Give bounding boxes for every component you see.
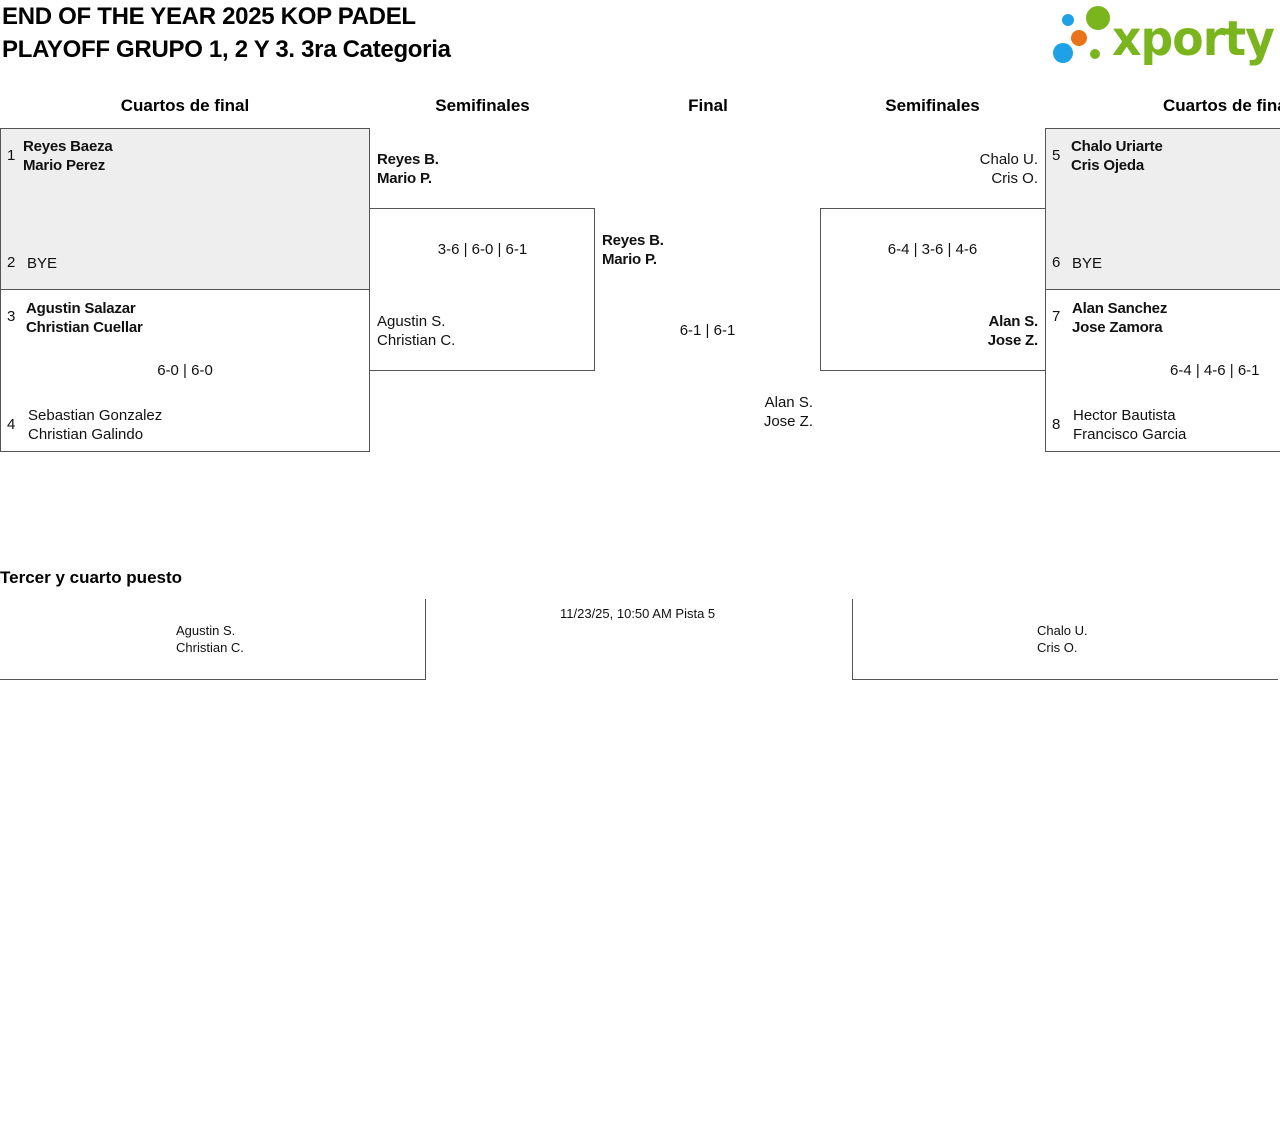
player-name: Agustin S. [176,623,236,638]
team-entry: Reyes Baeza Mario Perez [23,137,113,175]
player-name: Cris O. [1037,640,1078,655]
player-name: Christian Galindo [28,426,144,443]
xporty-logo: xporty [1050,4,1276,68]
player-name: Chalo U. [979,151,1038,168]
player-name: Jose Z. [987,332,1038,349]
round-header-left-quarterfinals: Cuartos de final [120,96,250,115]
team-entry: Agustin S. Christian C. [176,622,244,656]
player-name: Mario Perez [23,157,105,174]
player-name: Hector Bautista [1073,407,1176,424]
player-name: Agustin S. [377,313,446,330]
third-place-left-bracket [0,599,426,680]
player-name: Jose Z. [763,413,813,430]
player-name: Francisco Garcia [1073,426,1187,443]
third-place-right-bracket [852,599,1278,680]
player-name: Christian Cuellar [26,319,143,336]
round-header-right-quarterfinals: Cuartos de final [1163,96,1280,115]
left-semifinal-match [369,208,595,371]
team-entry: Alan S. Jose Z. [880,312,1038,350]
player-name: Agustin Salazar [26,300,136,317]
logo-dot-green-small [1090,49,1100,59]
player-name: Reyes B. [377,151,439,168]
seed-number: 2 [7,254,16,271]
logo-text: xporty [1112,11,1275,67]
player-name: Christian C. [176,640,244,655]
round-header-final: Final [688,96,728,115]
player-name: Cris Ojeda [1071,157,1145,174]
team-entry-bye: BYE [27,254,57,273]
logo-dot-blue-large [1053,43,1073,63]
team-entry: Sebastian Gonzalez Christian Galindo [28,406,162,444]
round-header-right-semifinals: Semifinales [885,96,980,115]
team-entry: Reyes B. Mario P. [602,231,664,269]
seed-number: 5 [1052,147,1061,164]
team-entry: Chalo U. Cris O. [1037,622,1088,656]
player-name: Alan Sanchez [1072,300,1168,317]
logo-dot-orange [1071,30,1087,46]
team-entry: Chalo U. Cris O. [880,150,1038,188]
seed-number: 6 [1052,254,1061,271]
player-name: Chalo Uriarte [1071,138,1163,155]
seed-number: 8 [1052,416,1061,433]
player-name: Christian C. [377,332,456,349]
match-score: 6-0 | 6-0 [157,362,213,379]
left-quarterfinal-match-1 [0,128,370,290]
player-name: Reyes B. [602,232,664,249]
seed-number: 3 [7,308,16,325]
round-header-left-semifinals: Semifinales [435,96,530,115]
team-entry: Reyes B. Mario P. [377,150,439,188]
team-entry: Agustin Salazar Christian Cuellar [26,299,143,337]
player-name: Chalo U. [1037,623,1088,638]
player-name: Sebastian Gonzalez [28,407,163,424]
match-score: 6-4 | 4-6 | 6-1 [1170,362,1260,379]
logo-dot-green [1086,6,1110,30]
player-name: Mario P. [377,170,432,187]
right-semifinal-match [820,208,1046,371]
team-entry: Alan Sanchez Jose Zamora [1072,299,1167,337]
player-name: Alan S. [988,313,1039,330]
third-place-title: Tercer y cuarto puesto [0,568,183,587]
team-entry: Agustin S. Christian C. [377,312,455,350]
team-entry: Alan S. Jose Z. [700,393,813,431]
match-score: 6-4 | 3-6 | 4-6 [887,241,978,258]
player-name: BYE [1072,255,1103,272]
team-entry: Chalo Uriarte Cris Ojeda [1071,137,1163,175]
seed-number: 4 [7,416,16,433]
team-entry-bye: BYE [1072,254,1102,273]
player-name: Cris O. [991,170,1038,187]
right-quarterfinal-match-2 [1045,289,1280,452]
third-place-schedule: 11/23/25, 10:50 AM Pista 5 [560,606,716,621]
player-name: BYE [27,255,58,272]
seed-number: 7 [1052,308,1061,325]
player-name: Jose Zamora [1072,319,1163,336]
final-match-score: 6-1 | 6-1 [679,322,736,339]
page-title-line1: END OF THE YEAR 2025 KOP PADEL [2,3,416,30]
team-entry: Hector Bautista Francisco Garcia [1073,406,1186,444]
player-name: Alan S. [764,394,813,411]
page-title-line2: PLAYOFF GRUPO 1, 2 Y 3. 3ra Categoria [2,36,451,63]
player-name: Mario P. [602,251,657,268]
logo-dot-blue-small [1062,14,1074,26]
player-name: Reyes Baeza [23,138,113,155]
seed-number: 1 [7,147,16,164]
match-score: 3-6 | 6-0 | 6-1 [437,241,528,258]
